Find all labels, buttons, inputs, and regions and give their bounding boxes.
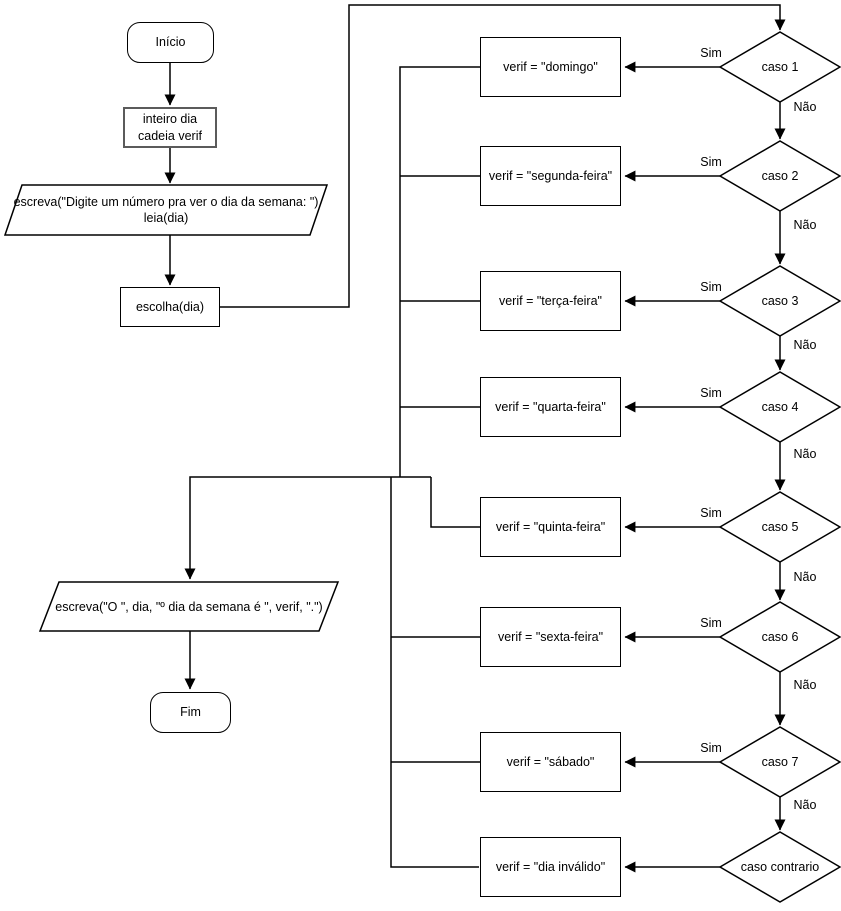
shape-case5-diamond bbox=[718, 491, 841, 563]
end-terminator: Fim bbox=[150, 692, 231, 733]
case-3-text: caso 3 bbox=[761, 293, 799, 308]
end-label: Fim bbox=[180, 705, 201, 720]
switch-process: escolha(dia) bbox=[120, 287, 220, 327]
input-line2: leia(dia) bbox=[143, 211, 189, 225]
action-label-2: verif = "segunda-feira" bbox=[488, 168, 613, 183]
sim-label-4: Sim bbox=[700, 386, 722, 400]
nao-label-7: Não bbox=[793, 798, 817, 812]
shape-case6-diamond bbox=[718, 601, 841, 673]
input-line1: escreva("Digite um número pra ver o dia … bbox=[13, 194, 319, 209]
sim-label-2: Sim bbox=[700, 155, 722, 169]
edge-merge-output bbox=[184, 476, 431, 580]
edge-switch-case1 bbox=[220, 4, 786, 308]
action-label-3: verif = "terça-feira" bbox=[498, 293, 602, 308]
shape-case4-diamond bbox=[718, 371, 841, 443]
trunk-lower bbox=[390, 477, 479, 868]
action-box-1: verif = "domingo" bbox=[480, 37, 621, 97]
action-box-3: verif = "terça-feira" bbox=[480, 271, 621, 331]
action-label-5: verif = "quinta-feira" bbox=[495, 519, 606, 534]
declare-line2: cadeia verif bbox=[138, 128, 202, 143]
start-terminator: Início bbox=[127, 22, 214, 63]
nao-label-2: Não bbox=[793, 218, 817, 232]
switch-label: escolha(dia) bbox=[135, 299, 205, 314]
action-label-7: verif = "sábado" bbox=[506, 754, 595, 769]
action-label-6: verif = "sexta-feira" bbox=[497, 629, 604, 644]
case-5-text: caso 5 bbox=[761, 519, 799, 534]
action-box-6: verif = "sexta-feira" bbox=[480, 607, 621, 667]
sim-label-5: Sim bbox=[700, 506, 722, 520]
case-7-label: caso 7 bbox=[720, 727, 840, 797]
nao-label-1: Não bbox=[793, 100, 817, 114]
case-2-label: caso 2 bbox=[720, 141, 840, 211]
nao-label-3: Não bbox=[793, 338, 817, 352]
action-label-8: verif = "dia inválido" bbox=[495, 859, 606, 874]
declare-process: inteiro dia cadeia verif bbox=[123, 107, 217, 148]
output-label: escreva("O ", dia, "º dia da semana é ",… bbox=[55, 599, 323, 614]
sim-label-1: Sim bbox=[700, 46, 722, 60]
case-6-text: caso 6 bbox=[761, 629, 799, 644]
output-parallelogram-label: escreva("O ", dia, "º dia da semana é ",… bbox=[40, 583, 338, 631]
case-4-text: caso 4 bbox=[761, 399, 799, 414]
shape-input-parallelogram bbox=[3, 184, 329, 236]
action-box-7: verif = "sábado" bbox=[480, 732, 621, 792]
case-7-text: caso 7 bbox=[761, 754, 799, 769]
shape-case7-diamond bbox=[718, 726, 841, 798]
case-contrario-label: caso contrario bbox=[720, 832, 840, 902]
action-label-1: verif = "domingo" bbox=[503, 59, 598, 74]
action-box-2: verif = "segunda-feira" bbox=[480, 146, 621, 206]
input-parallelogram-label: escreva("Digite um número pra ver o dia … bbox=[5, 186, 327, 234]
nao-label-6: Não bbox=[793, 678, 817, 692]
action-box-8: verif = "dia inválido" bbox=[480, 837, 621, 897]
stub-action5 bbox=[430, 477, 480, 528]
action-label-4: verif = "quarta-feira" bbox=[495, 399, 606, 414]
shape-contrario-diamond bbox=[718, 831, 841, 903]
sim-label-3: Sim bbox=[700, 280, 722, 294]
shape-case3-diamond bbox=[718, 265, 841, 337]
case-contrario-text: caso contrario bbox=[740, 859, 820, 874]
start-label: Início bbox=[155, 35, 186, 50]
shape-case2-diamond bbox=[718, 140, 841, 212]
case-2-text: caso 2 bbox=[761, 168, 799, 183]
shape-output-parallelogram bbox=[38, 581, 340, 632]
trunk-upper bbox=[399, 66, 480, 477]
action-box-5: verif = "quinta-feira" bbox=[480, 497, 621, 557]
case-6-label: caso 6 bbox=[720, 602, 840, 672]
nao-label-5: Não bbox=[793, 570, 817, 584]
case-1-text: caso 1 bbox=[761, 59, 799, 74]
case-4-label: caso 4 bbox=[720, 372, 840, 442]
sim-label-7: Sim bbox=[700, 741, 722, 755]
case-1-label: caso 1 bbox=[720, 32, 840, 102]
sim-label-6: Sim bbox=[700, 616, 722, 630]
declare-line1: inteiro dia bbox=[142, 112, 198, 127]
case-5-label: caso 5 bbox=[720, 492, 840, 562]
shape-case1-diamond bbox=[718, 31, 841, 103]
case-3-label: caso 3 bbox=[720, 266, 840, 336]
action-box-4: verif = "quarta-feira" bbox=[480, 377, 621, 437]
nao-label-4: Não bbox=[793, 447, 817, 461]
